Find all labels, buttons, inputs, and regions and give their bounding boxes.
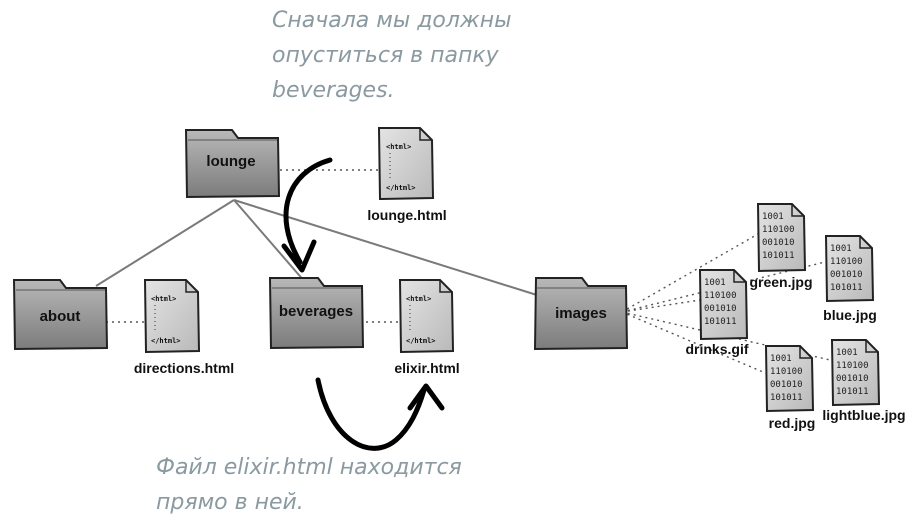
binary-row: 001010 bbox=[770, 380, 803, 390]
folder-about: about bbox=[12, 279, 109, 351]
link-images-green bbox=[621, 233, 759, 313]
binary-row: 101011 bbox=[762, 251, 795, 261]
file-elixir-html: <html> </html> elixir.html bbox=[394, 279, 460, 376]
binary-row: 1001 bbox=[704, 278, 726, 288]
binary-row: 001010 bbox=[836, 374, 869, 384]
file-lounge-html: <html> </html> lounge.html bbox=[367, 127, 447, 223]
top-annotation-line-3: beverages. bbox=[272, 78, 395, 103]
binary-row: 110100 bbox=[830, 257, 863, 267]
binary-row: 101011 bbox=[770, 393, 803, 403]
file-directions-html-label: directions.html bbox=[134, 360, 234, 376]
folder-lounge-label: lounge bbox=[206, 153, 255, 170]
bottom-annotation-line-2: прямо в ней. bbox=[156, 490, 304, 515]
file-elixir-html-label: elixir.html bbox=[394, 360, 459, 376]
binary-row: 1001 bbox=[830, 244, 852, 254]
link-images-drinks bbox=[621, 299, 701, 313]
doc-close-tag: </html> bbox=[406, 337, 436, 345]
binary-row: 1001 bbox=[770, 354, 792, 364]
folder-images: images bbox=[533, 277, 629, 351]
file-red-jpg-label: red.jpg bbox=[769, 415, 816, 431]
file-lounge-html-label: lounge.html bbox=[367, 207, 446, 223]
doc-close-tag: </html> bbox=[386, 184, 416, 192]
connector-lounge-beverages bbox=[233, 199, 306, 283]
file-blue-jpg: 1001 110100 001010 101011 blue.jpg bbox=[823, 235, 877, 323]
binary-row: 110100 bbox=[762, 225, 795, 235]
arrow-to-elixir bbox=[315, 377, 445, 451]
file-directions-html: <html> </html> directions.html bbox=[134, 279, 234, 376]
bottom-annotation: Файл elixir.html находится прямо в ней. bbox=[156, 455, 462, 515]
binary-row: 101011 bbox=[836, 387, 869, 397]
file-lightblue-jpg: 1001 110100 001010 101011 lightblue.jpg bbox=[822, 339, 906, 423]
top-annotation: Сначала мы должны опуститься в папку bev… bbox=[272, 8, 512, 103]
top-annotation-line-2: опуститься в папку bbox=[272, 43, 500, 68]
binary-row: 110100 bbox=[836, 361, 869, 371]
binary-row: 001010 bbox=[830, 270, 863, 280]
bottom-annotation-line-1: Файл elixir.html находится bbox=[156, 455, 462, 480]
doc-open-tag: <html> bbox=[386, 143, 411, 151]
arrow-into-beverages bbox=[281, 157, 333, 273]
folder-beverages: beverages bbox=[268, 277, 365, 350]
folder-beverages-label: beverages bbox=[279, 303, 353, 320]
connector-lounge-about bbox=[95, 199, 235, 287]
binary-row: 110100 bbox=[770, 367, 803, 377]
file-drinks-gif: 1001 110100 001010 101011 drinks.gif bbox=[685, 269, 749, 357]
folder-lounge: lounge bbox=[184, 129, 281, 199]
file-drinks-gif-label: drinks.gif bbox=[685, 341, 748, 357]
binary-row: 001010 bbox=[704, 304, 737, 314]
doc-open-tag: <html> bbox=[151, 295, 176, 303]
binary-row: 1001 bbox=[762, 212, 784, 222]
top-annotation-line-1: Сначала мы должны bbox=[272, 8, 512, 33]
binary-row: 1001 bbox=[836, 348, 858, 358]
doc-close-tag: </html> bbox=[151, 337, 181, 345]
file-lightblue-jpg-label: lightblue.jpg bbox=[822, 407, 905, 423]
binary-row: 110100 bbox=[704, 291, 737, 301]
folder-images-label: images bbox=[555, 305, 607, 322]
file-green-jpg: 1001 110100 001010 101011 green.jpg bbox=[749, 203, 813, 290]
file-blue-jpg-label: blue.jpg bbox=[823, 307, 877, 323]
binary-row: 101011 bbox=[704, 317, 737, 327]
folder-about-label: about bbox=[40, 308, 81, 325]
file-red-jpg: 1001 110100 001010 101011 red.jpg bbox=[764, 345, 816, 431]
doc-open-tag: <html> bbox=[406, 295, 431, 303]
binary-row: 001010 bbox=[762, 238, 795, 248]
file-green-jpg-label: green.jpg bbox=[749, 274, 812, 290]
binary-row: 101011 bbox=[830, 283, 863, 293]
